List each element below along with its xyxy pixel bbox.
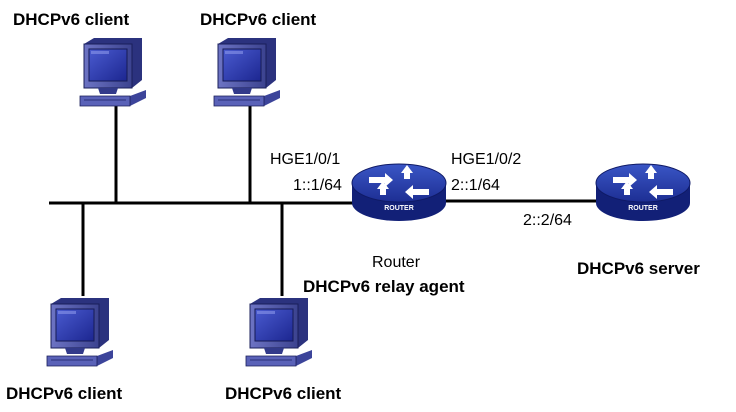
computer-icon [245,297,313,367]
client-label: DHCPv6 client [200,10,317,29]
client-label: DHCPv6 client [225,384,342,403]
relay-interface-1-address: 1::1/64 [293,177,342,194]
server-interface-address: 2::2/64 [523,212,572,229]
network-links [49,98,597,296]
relay-role-label: DHCPv6 relay agent [303,277,465,296]
computer-icon [79,37,147,107]
router-icon-relay [351,163,447,222]
relay-interface-2-address: 2::1/64 [451,177,500,194]
computer-icon [46,297,114,367]
router-icon-label-server: ROUTER [628,205,658,212]
relay-device-label: Router [372,254,421,271]
relay-interface-1-name: HGE1/0/1 [270,151,341,168]
client-label: DHCPv6 client [6,384,123,403]
server-role-label: DHCPv6 server [577,259,700,278]
router-icon-label-relay: ROUTER [384,205,414,212]
computer-icon [213,37,281,107]
relay-interface-2-name: HGE1/0/2 [451,151,522,168]
client-label: DHCPv6 client [13,10,130,29]
router-icon-server [595,163,691,222]
